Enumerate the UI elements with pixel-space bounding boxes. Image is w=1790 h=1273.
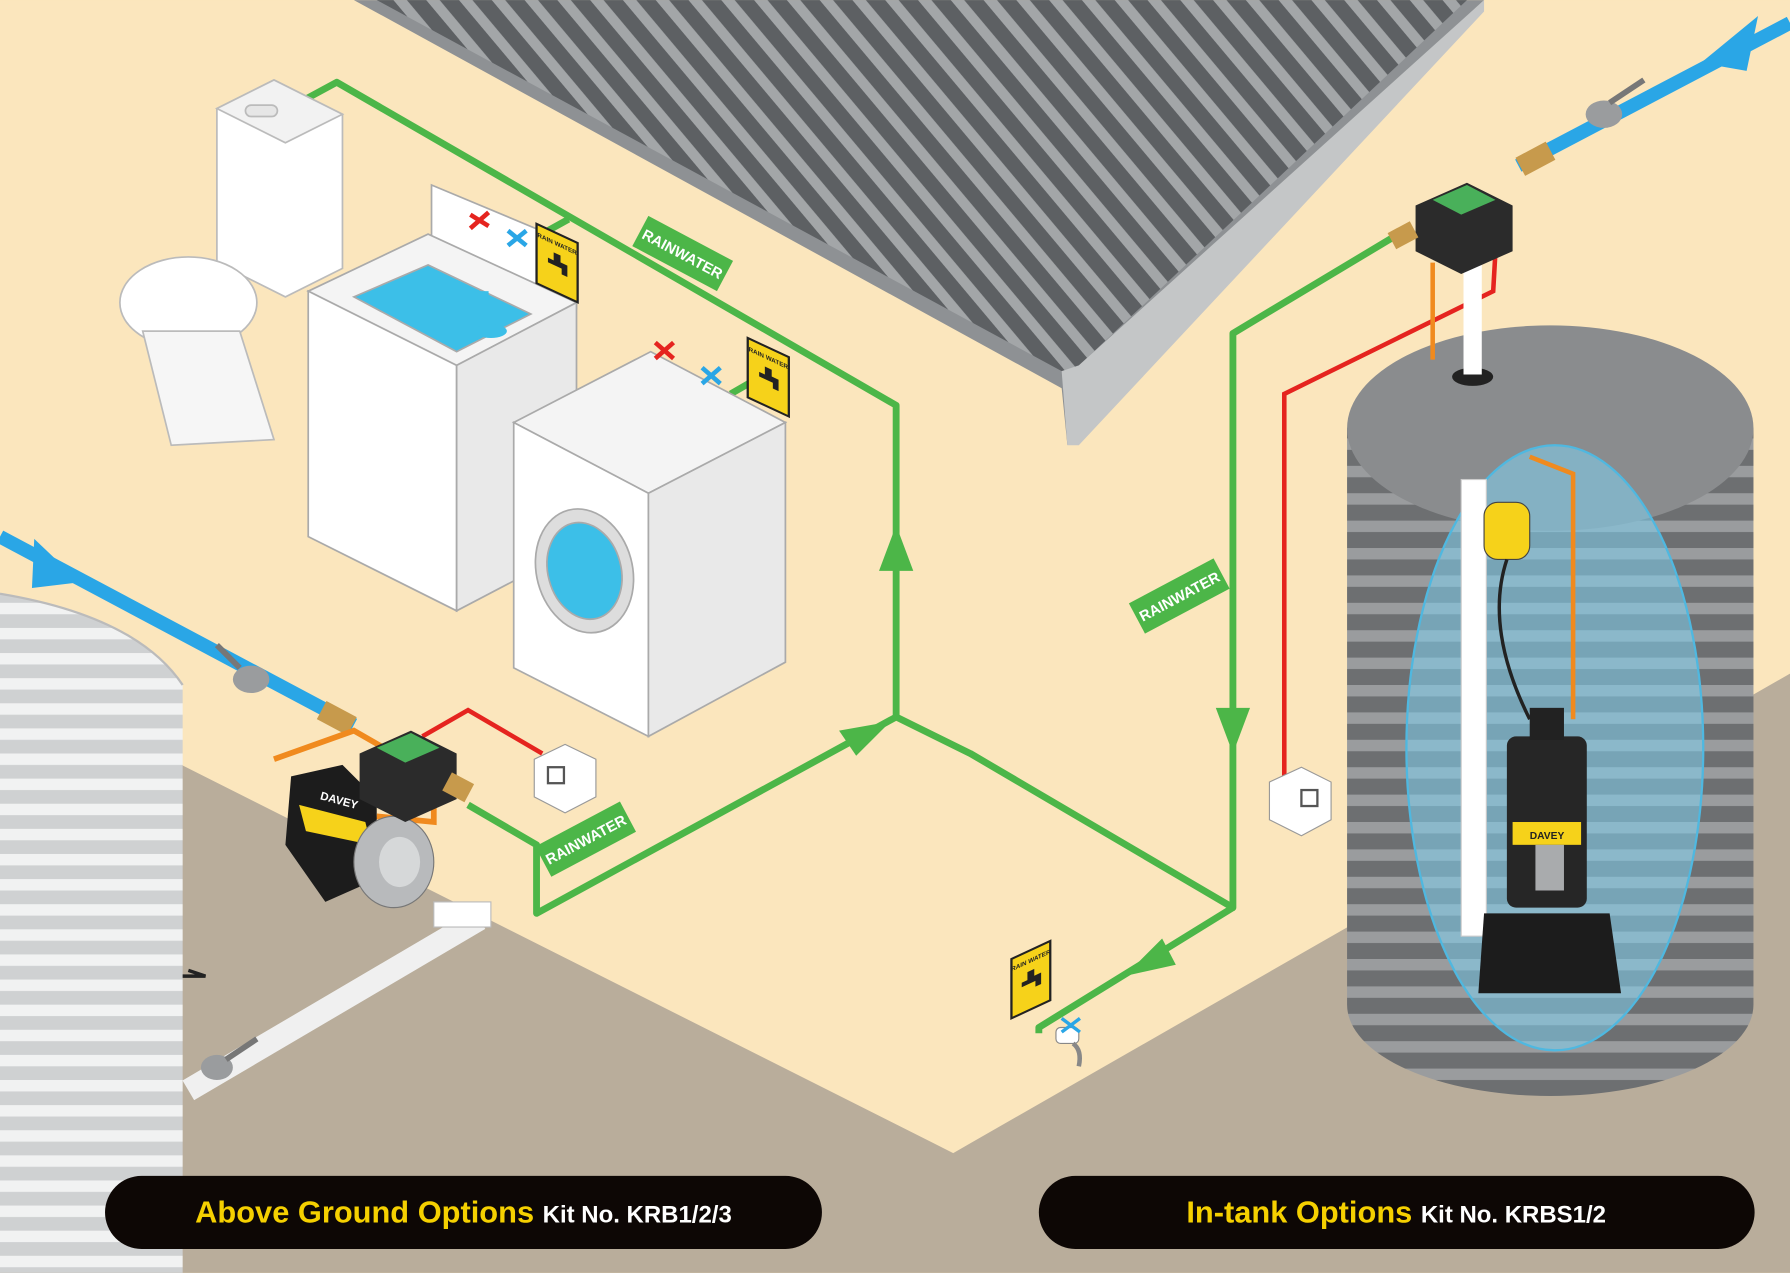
flow-arrow-icon (1700, 16, 1759, 71)
flow-arrows (839, 525, 1251, 977)
tap-icon (1021, 968, 1042, 988)
flow-arrow-icon (879, 525, 914, 571)
power-outlet (533, 743, 597, 814)
tap-icon (759, 366, 779, 392)
flow-arrow-icon (839, 721, 891, 756)
svg-text:In-tank Options Kit No.: In-tank Options Kit No. KRBS1/2 (1186, 1195, 1606, 1230)
rain-water-sign: RAIN WATER (535, 222, 579, 305)
ball-valve-icon (1585, 77, 1646, 128)
corrugated-roof (353, 0, 1485, 446)
washing-machine (511, 350, 788, 738)
rain-water-sign: RAIN WATER (746, 336, 790, 419)
banner-title: Above Ground Options (195, 1195, 534, 1230)
banner-kit: Kit No. KRB1/2/3 (543, 1202, 732, 1229)
above-ground-pump: DAVEY (182, 727, 492, 1101)
toilet (119, 79, 345, 447)
rain-water-sign: RAIN WATER (1010, 939, 1052, 1021)
banner-in-tank: In-tank Options Kit No. KRBS1/2 (1038, 1175, 1755, 1249)
tap-cold-icon (506, 228, 528, 248)
rain-bank-controller (1387, 182, 1513, 375)
tap-hot-icon (653, 340, 676, 361)
banner-kit: Kit No. KRBS1/2 (1421, 1202, 1606, 1229)
garden-tap (1055, 1016, 1083, 1067)
ground (0, 673, 1790, 1273)
pump-brand: DAVEY (1530, 831, 1565, 842)
flow-arrow-icon (1215, 707, 1251, 754)
ball-valve-icon (200, 1036, 259, 1081)
tap-icon (547, 252, 568, 278)
svg-text:Above Ground Options Kit: Above Ground Options Kit No. KRB1/2/3 (195, 1195, 732, 1230)
tap-hot-icon (468, 210, 491, 231)
tap-cold-icon (700, 365, 722, 386)
banner-title: In-tank Options (1186, 1195, 1412, 1230)
banner-above-ground: Above Ground Options Kit No. KRB1/2/3 (105, 1175, 822, 1249)
above-ground-tank (0, 592, 184, 1273)
electrical-wires (421, 251, 1498, 777)
rain-bank-controller (359, 730, 475, 823)
power-outlet (1268, 766, 1332, 837)
mains-pipes (0, 16, 1790, 736)
flow-arrow-icon (1124, 938, 1176, 977)
submersible-pump: DAVEY (1478, 707, 1622, 994)
ball-valve-icon (214, 643, 270, 694)
flow-arrow-icon (31, 538, 80, 588)
